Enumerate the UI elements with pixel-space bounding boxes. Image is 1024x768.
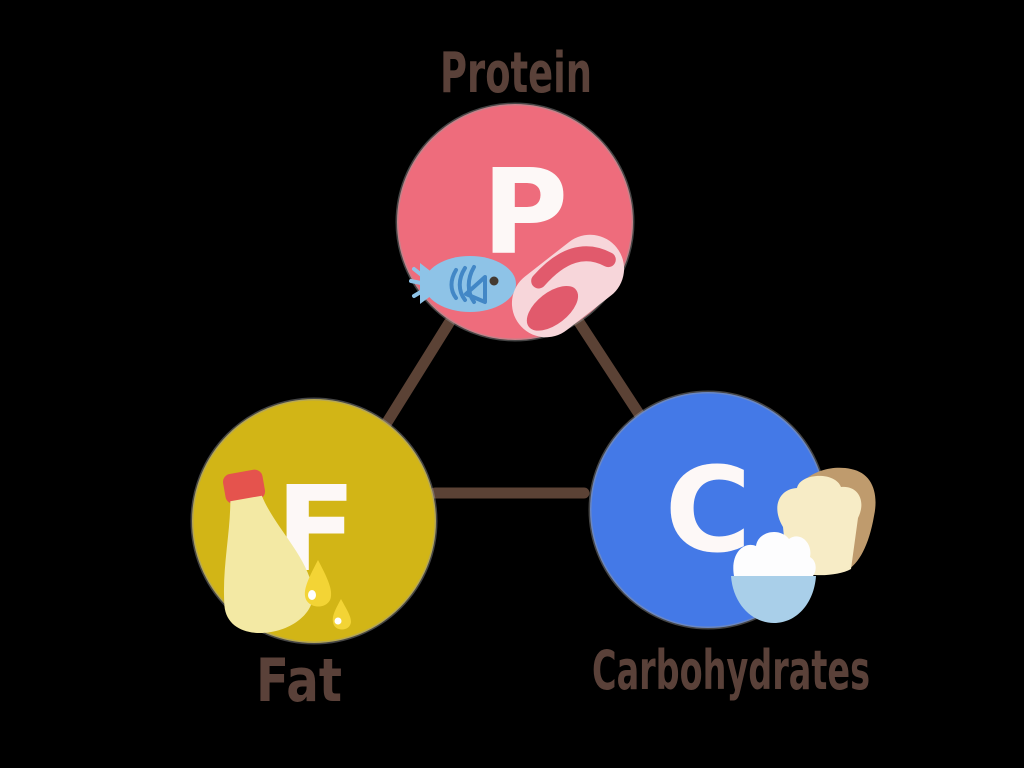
- rice-bowl: [731, 576, 816, 623]
- fat-label: Fat: [256, 646, 342, 716]
- fish-icon: [409, 256, 516, 312]
- connector-protein-carbohydrates: [573, 316, 647, 423]
- meat-icon: [511, 234, 625, 338]
- meat-lean-oval: [526, 285, 579, 331]
- protein-label: Protein: [440, 41, 592, 106]
- oil-drop-small-highlight: [334, 617, 342, 625]
- fish-gill-lines: [449, 265, 476, 304]
- fish-fin: [464, 275, 487, 304]
- meat-lean-band: [531, 246, 616, 289]
- rice-mound: [733, 531, 816, 576]
- bottle-cap: [222, 469, 266, 504]
- rice-bowl-icon: [731, 531, 816, 623]
- carbohydrates-node: Carbohydrates C: [588, 390, 876, 702]
- protein-node: Protein P: [395, 41, 635, 342]
- connector-protein-fat: [380, 317, 455, 430]
- oil-drop-large-highlight: [308, 590, 316, 600]
- fish-eye: [489, 276, 499, 286]
- oil-bottle-icon: [222, 469, 313, 633]
- connectors: [380, 316, 647, 499]
- oil-drop-icon: [304, 560, 351, 630]
- fat-node: Fat F: [190, 397, 438, 716]
- bottle-body: [223, 495, 313, 633]
- carbohydrates-label: Carbohydrates: [592, 639, 870, 702]
